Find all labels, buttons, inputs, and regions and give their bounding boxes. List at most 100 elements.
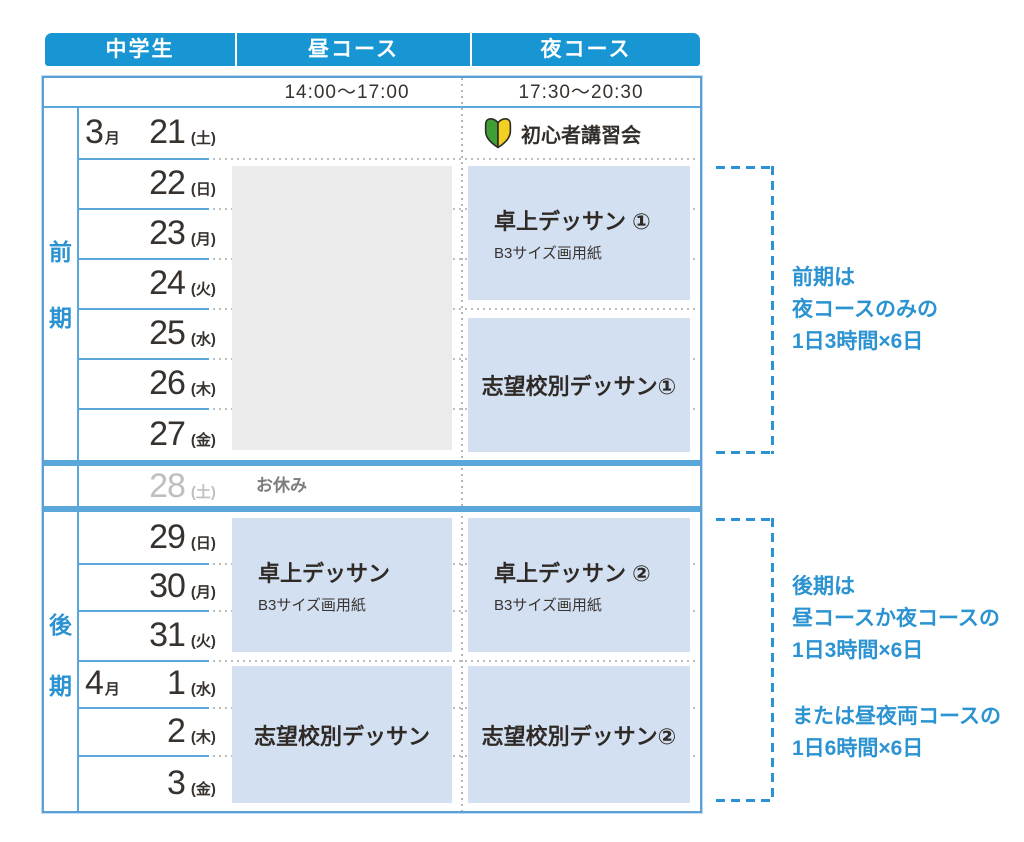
event-title: 卓上デッサン ②	[494, 560, 651, 586]
course-header-bar: 中学生 昼コース 夜コース	[45, 33, 700, 66]
schedule-table: 14:00〜17:00 17:30〜20:30 前 期 後 期	[42, 76, 702, 813]
day-number: 28	[149, 466, 186, 505]
date-row-3-31: 31(火)	[79, 610, 234, 660]
date-row-3-26: 26(木)	[79, 358, 234, 408]
event-kouki-day-school-sketch: 志望校別デッサン	[232, 666, 452, 803]
annotation-line: 夜コースのみの	[792, 298, 938, 321]
row-separator	[77, 158, 209, 160]
weekday-label: (月)	[190, 230, 216, 248]
row-separator-dotted	[213, 308, 695, 310]
date-row-3-30: 30(月)	[79, 563, 234, 610]
header-student-category: 中学生	[105, 38, 175, 61]
row-separator	[77, 610, 209, 612]
zenki-bracket-top	[716, 166, 774, 169]
date-row-3-29: 29(日)	[79, 512, 234, 563]
event-title: 志望校別デッサン	[253, 723, 430, 749]
header-night-course: 夜コース	[540, 38, 632, 61]
day-number: 22	[149, 163, 186, 202]
time-row-border	[44, 106, 700, 108]
time-range-day: 14:00〜17:00	[284, 82, 410, 103]
row-separator-dotted	[213, 707, 695, 709]
course-column-dotted-line	[461, 78, 463, 811]
row-separator	[77, 358, 209, 360]
day-number: 3	[166, 763, 186, 802]
beginner-session: 初心者講習会	[484, 110, 641, 156]
zenki-bracket-side	[771, 166, 774, 454]
kouki-bracket-side	[771, 518, 774, 802]
date-row-4-03: 3(金)	[79, 755, 234, 811]
day-number: 30	[149, 567, 186, 605]
header-divider	[235, 33, 237, 66]
event-title: 卓上デッサン	[258, 560, 391, 586]
row-separator-dotted	[213, 563, 695, 565]
date-row-3-25: 25(水)	[79, 308, 234, 358]
row-separator-dotted	[213, 158, 695, 160]
date-row-3-24: 24(火)	[79, 258, 234, 308]
day-course-closed-block	[232, 166, 452, 450]
weekday-label: (月)	[190, 584, 216, 601]
annotation-line: 1日3時間×6日	[792, 639, 924, 662]
event-zenki-night-school-sketch: 志望校別デッサン①	[468, 318, 690, 452]
wakaba-beginner-icon	[484, 118, 512, 149]
kouki-bracket-top	[716, 518, 774, 521]
zenki-bracket-bottom	[716, 451, 774, 454]
event-subtitle: B3サイズ画用紙	[494, 596, 602, 614]
event-subtitle: B3サイズ画用紙	[258, 596, 366, 614]
rest-note: お休み	[256, 476, 307, 495]
weekday-label: (水)	[190, 330, 216, 348]
weekday-label: (火)	[190, 280, 216, 298]
event-subtitle: B3サイズ画用紙	[494, 244, 602, 262]
row-separator-dotted	[213, 208, 695, 210]
weekday-label: (金)	[190, 780, 216, 798]
annotation-line: 1日3時間×6日	[792, 330, 924, 353]
annotation-line: 昼コースか夜コースの	[792, 607, 1000, 630]
day-number: 31	[149, 615, 186, 654]
day-number: 2	[166, 711, 186, 750]
annotation-line: または昼夜両コースの	[792, 705, 1001, 728]
weekday-label: (金)	[190, 431, 216, 449]
section-separator-bottom	[44, 506, 700, 512]
day-number: 24	[149, 263, 186, 302]
row-separator	[77, 258, 209, 260]
row-separator	[77, 408, 209, 410]
period-label-kouki-1: 後	[49, 612, 72, 638]
header-divider	[470, 33, 472, 66]
row-separator	[77, 208, 209, 210]
day-number: 26	[149, 363, 186, 402]
event-kouki-night-desk-sketch: 卓上デッサン ② B3サイズ画用紙	[468, 518, 690, 652]
weekday-label: (木)	[190, 728, 216, 746]
kouki-annotation-a: 後期は 昼コースか夜コースの 1日3時間×6日	[792, 571, 1000, 667]
kouki-bracket-bottom	[716, 799, 774, 802]
day-number: 21	[149, 112, 186, 151]
row-separator-dotted	[213, 610, 695, 612]
kouki-annotation-b: または昼夜両コースの 1日6時間×6日	[792, 701, 1001, 765]
event-kouki-day-desk-sketch: 卓上デッサン B3サイズ画用紙	[232, 518, 452, 652]
day-number: 23	[149, 213, 186, 252]
header-day-course: 昼コース	[308, 38, 399, 61]
date-row-4-02: 2(木)	[79, 707, 234, 755]
day-number: 25	[149, 313, 186, 352]
annotation-line: 1日6時間×6日	[792, 737, 924, 760]
day-number: 27	[149, 414, 186, 453]
row-separator	[77, 755, 209, 757]
period-label-zenki-1: 前	[49, 239, 72, 265]
event-title: 志望校別デッサン①	[481, 374, 677, 399]
row-separator	[77, 660, 209, 662]
weekday-label: (木)	[190, 380, 216, 398]
beginner-session-label: 初心者講習会	[521, 124, 641, 147]
day-number: 29	[149, 518, 186, 556]
event-kouki-night-school-sketch: 志望校別デッサン②	[468, 666, 690, 803]
weekday-label: (日)	[190, 535, 216, 552]
weekday-label: (土)	[190, 129, 216, 147]
event-zenki-night-desk-sketch: 卓上デッサン ① B3サイズ画用紙	[468, 166, 690, 300]
row-separator-dotted	[213, 358, 695, 360]
section-separator-top	[44, 460, 700, 466]
date-row-3-23: 23(月)	[79, 208, 234, 258]
weekday-label: (日)	[190, 180, 216, 198]
row-separator-dotted	[213, 258, 695, 260]
date-row-3-22: 22(日)	[79, 158, 234, 208]
